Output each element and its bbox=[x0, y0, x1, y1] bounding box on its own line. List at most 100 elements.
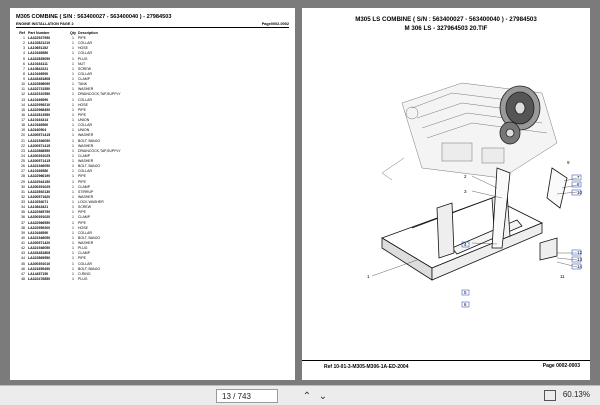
cell-qty: 1 bbox=[72, 225, 74, 230]
cell-part-number: LA10166560 bbox=[28, 123, 49, 128]
chevron-down-icon[interactable]: ⌄ bbox=[318, 390, 328, 402]
cell-part-number: LA321946050 bbox=[28, 235, 51, 240]
cell-part-number: LA321946050 bbox=[28, 246, 51, 251]
cell-description: PIPE bbox=[78, 210, 86, 215]
cell-description: COLLAR bbox=[78, 71, 93, 76]
cell-part-number: LA322927950 bbox=[28, 36, 51, 40]
cell-part-number: LA10164314 bbox=[28, 118, 49, 122]
parts-table-header: Ref Part Number Qty Description bbox=[16, 31, 148, 35]
cell-description: DRAINCOCK,TAP,SUPPLY bbox=[78, 148, 121, 153]
cell-description: COLLAR bbox=[78, 123, 93, 128]
cell-part-number: LA102821210 bbox=[28, 41, 51, 46]
cell-description: PIPE bbox=[78, 174, 86, 179]
cell-part-number: LA322959200 bbox=[28, 225, 51, 230]
fit-page-icon[interactable] bbox=[544, 390, 556, 401]
cell-ref: 45 bbox=[21, 261, 25, 266]
engine-frame bbox=[381, 167, 568, 281]
cell-part-number: LA300391025 bbox=[28, 184, 51, 189]
callout-9: 9 bbox=[567, 160, 570, 165]
cell-qty: 1 bbox=[72, 61, 74, 66]
cell-qty: 1 bbox=[72, 118, 74, 122]
cell-part-number: LA322966190 bbox=[28, 174, 51, 179]
zoom-level[interactable]: 60.13% bbox=[562, 390, 590, 399]
cell-description: COLLAR bbox=[78, 41, 93, 46]
cell-description: WASHER bbox=[78, 159, 94, 163]
cell-ref: 7 bbox=[23, 66, 25, 71]
cell-ref: 34 bbox=[21, 205, 25, 210]
page-indicator-input[interactable]: 13 / 743 bbox=[216, 389, 278, 403]
cell-part-number: LA322835050 bbox=[28, 56, 51, 61]
cell-description: WASHER bbox=[78, 143, 94, 148]
callout-labels: 1 2 3 7 8 10 12 13 14 9 4 5 6 11 bbox=[367, 160, 582, 307]
cell-qty: 1 bbox=[72, 174, 74, 179]
cell-ref: 22 bbox=[21, 143, 25, 148]
cell-description: COLLAR bbox=[78, 230, 93, 235]
cell-description: COLLAR bbox=[78, 169, 93, 174]
cell-qty: 1 bbox=[72, 66, 74, 71]
cell-description: PLUG bbox=[78, 276, 88, 281]
cell-description: HOSE bbox=[78, 46, 88, 51]
section-page-ref: Page0002-0002 bbox=[261, 22, 289, 26]
chevron-up-icon[interactable]: ⌃ bbox=[302, 390, 312, 402]
cell-part-number: LA10166590 bbox=[28, 97, 49, 102]
footer-reference: Ref 10-01-3-M305-M306-1A-ED-2004 bbox=[302, 360, 590, 370]
cell-ref: 4 bbox=[23, 51, 25, 56]
callout-4: 4 bbox=[464, 242, 467, 247]
cell-ref: 25 bbox=[21, 159, 25, 163]
cell-part-number: LA0160504 bbox=[28, 128, 47, 133]
callout-5: 5 bbox=[464, 290, 467, 295]
callout-2: 2 bbox=[464, 174, 467, 179]
cell-part-number: LA300391010 bbox=[28, 261, 51, 266]
cell-ref: 44 bbox=[21, 256, 25, 261]
cell-qty: 1 bbox=[72, 82, 74, 87]
cell-ref: 41 bbox=[21, 241, 25, 245]
cell-qty: 1 bbox=[72, 256, 74, 261]
cell-ref: 2 bbox=[23, 41, 25, 46]
cell-qty: 1 bbox=[72, 271, 74, 276]
cell-description: WASHER bbox=[78, 133, 94, 138]
cell-part-number: LA10166580 bbox=[28, 169, 49, 174]
cell-ref: 1 bbox=[23, 36, 25, 40]
cell-ref: 3 bbox=[23, 46, 25, 51]
cell-qty: 1 bbox=[72, 159, 74, 163]
callout-11: 11 bbox=[560, 274, 565, 279]
cell-qty: 1 bbox=[72, 246, 74, 251]
left-page-subtitle: ENGINE INSTALLATION PAGE 2 Page0002-0002 bbox=[16, 22, 289, 28]
callout-6: 6 bbox=[464, 302, 467, 307]
cell-description: CLAMP bbox=[78, 153, 91, 158]
footer-page-number: Page 0002-0003 bbox=[542, 363, 580, 369]
cell-part-number: LA300571415 bbox=[28, 143, 51, 148]
callout-14: 14 bbox=[577, 264, 582, 269]
cell-part-number: LA300391025 bbox=[28, 153, 51, 158]
cell-ref: 48 bbox=[21, 276, 25, 281]
cell-ref: 43 bbox=[21, 251, 25, 256]
cell-part-number: LA322869550 bbox=[28, 256, 51, 261]
cell-qty: 1 bbox=[72, 179, 74, 184]
cell-ref: 16 bbox=[21, 112, 25, 117]
cell-part-number: LA343481808 bbox=[28, 251, 51, 256]
callout-13: 13 bbox=[577, 257, 582, 262]
cell-part-number: LA322731550 bbox=[28, 87, 51, 92]
cell-description: WASHER bbox=[78, 241, 94, 245]
cell-description: PIPE bbox=[78, 107, 86, 112]
